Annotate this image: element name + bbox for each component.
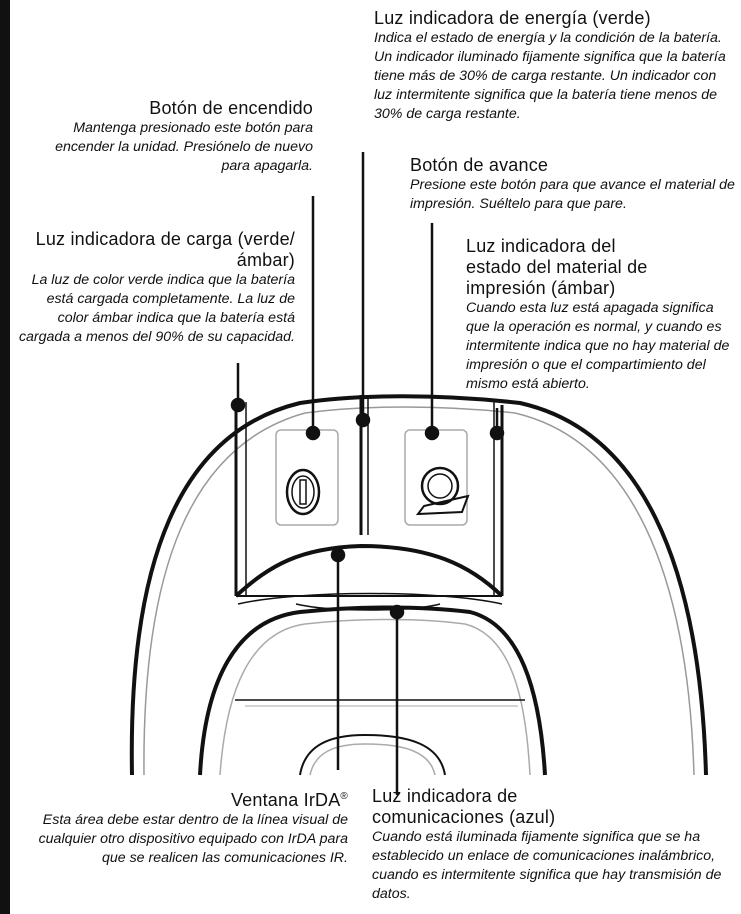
leader-carga bbox=[230, 363, 246, 413]
callout-material-desc: Cuando esta luz está apagada significa q… bbox=[466, 300, 730, 392]
printer-lower-body bbox=[198, 605, 547, 776]
callout-carga: Luz indicadora de carga (verde/ámbar) La… bbox=[12, 229, 295, 347]
callout-carga-desc: La luz de color verde indica que la bate… bbox=[18, 272, 295, 345]
callout-comunicaciones: Luz indicadora de comunicaciones (azul) … bbox=[372, 786, 738, 904]
feed-button-icon bbox=[415, 466, 470, 516]
callout-encendido-desc: Mantenga presionado este botón para ence… bbox=[55, 120, 313, 174]
leader-irda bbox=[330, 547, 346, 770]
callout-encendido: Botón de encendido Mantenga presionado e… bbox=[50, 98, 313, 176]
leader-avance bbox=[424, 223, 440, 441]
callout-carga-title: Luz indicadora de carga (verde/ámbar) bbox=[35, 229, 295, 270]
leader-encendido bbox=[305, 196, 321, 441]
callout-avance-desc: Presione este botón para que avance el m… bbox=[410, 177, 735, 212]
callout-comunicaciones-desc: Cuando está iluminada fijamente signific… bbox=[372, 829, 722, 902]
callout-irda-desc: Esta área debe estar dentro de la línea … bbox=[38, 812, 348, 866]
callout-comunicaciones-title: Luz indicadora de comunicaciones (azul) bbox=[372, 786, 556, 827]
callout-energia-desc: Indica el estado de energía y la condici… bbox=[374, 30, 726, 122]
callout-irda-title-wrap: Ventana IrDA® bbox=[20, 786, 348, 811]
registered-mark: ® bbox=[340, 791, 348, 802]
printer-body-inner-line bbox=[143, 406, 695, 776]
callout-energia: Luz indicadora de energía (verde) Indica… bbox=[374, 8, 734, 124]
printer-body-outline bbox=[129, 394, 708, 776]
power-button-icon bbox=[285, 468, 321, 516]
callout-irda-title: Ventana IrDA bbox=[230, 790, 341, 810]
callout-avance: Botón de avance Presione este botón para… bbox=[410, 155, 741, 214]
leader-comunicaciones bbox=[389, 604, 405, 795]
page-margin-bar bbox=[0, 0, 10, 914]
callout-avance-title: Botón de avance bbox=[410, 155, 549, 175]
callout-material: Luz indicadora del estado del material d… bbox=[466, 236, 738, 394]
paper-cover-arch bbox=[234, 543, 504, 598]
leader-energia bbox=[355, 152, 371, 428]
callout-energia-title: Luz indicadora de energía (verde) bbox=[374, 8, 651, 28]
callout-irda: Ventana IrDA® Esta área debe estar dentr… bbox=[20, 786, 348, 868]
callout-material-title: Luz indicadora del estado del material d… bbox=[466, 236, 648, 298]
leader-material bbox=[489, 408, 505, 441]
callout-encendido-title: Botón de encendido bbox=[149, 98, 313, 118]
